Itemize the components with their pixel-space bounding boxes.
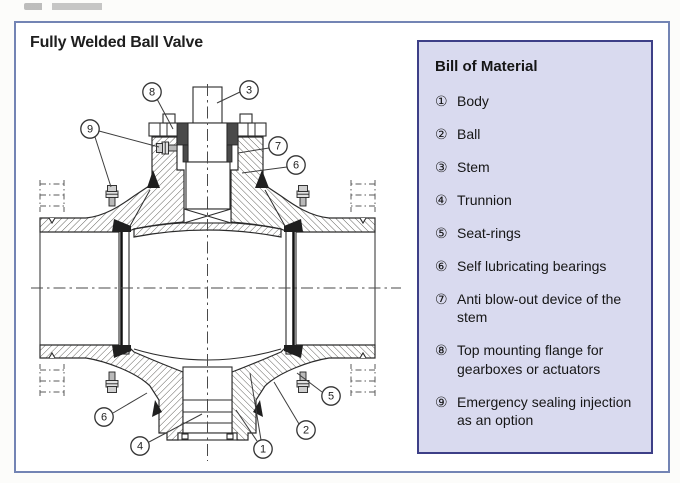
callout-6-lower: 6 bbox=[94, 407, 114, 427]
bom-item-label: Top mounting flange for gearboxes or act… bbox=[457, 342, 604, 377]
svg-text:8: 8 bbox=[149, 87, 155, 99]
bom-item-mounting-flange: ⑧ Top mounting flange for gearboxes or a… bbox=[435, 341, 639, 378]
callout-2: 2 bbox=[296, 420, 316, 440]
bom-item-number: ① bbox=[435, 93, 448, 109]
bom-item-label: Body bbox=[457, 93, 489, 109]
bom-item-body: ① Body bbox=[435, 92, 639, 110]
callout-9: 9 bbox=[80, 119, 100, 139]
svg-text:3: 3 bbox=[246, 85, 252, 97]
bom-item-bearings: ⑥ Self lubricating bearings bbox=[435, 257, 639, 275]
bill-of-material-panel: Bill of Material ① Body ② Ball ③ Stem ④ … bbox=[417, 40, 653, 454]
bom-item-label: Stem bbox=[457, 158, 490, 175]
callout-7: 7 bbox=[268, 136, 288, 156]
svg-text:1: 1 bbox=[260, 444, 266, 456]
svg-text:5: 5 bbox=[328, 391, 334, 403]
bom-item-number: ② bbox=[435, 125, 448, 142]
svg-text:6: 6 bbox=[293, 160, 299, 172]
bom-item-label: Self lubricating bearings bbox=[457, 257, 607, 274]
bonnet-seal bbox=[147, 170, 160, 188]
bom-item-label: Anti blow-out device of the stem bbox=[457, 290, 622, 326]
callout-3: 3 bbox=[239, 80, 259, 100]
bom-item-ball: ② Ball bbox=[435, 125, 639, 143]
bom-item-emergency-sealing: ⑨ Emergency sealing injection as an opti… bbox=[435, 393, 639, 430]
bom-item-anti-blowout: ⑦ Anti blow-out device of the stem bbox=[435, 290, 639, 327]
callout-5: 5 bbox=[321, 386, 341, 406]
scan-artifact bbox=[24, 3, 124, 10]
callout-6-upper: 6 bbox=[286, 155, 306, 175]
bom-item-number: ⑥ bbox=[435, 257, 448, 274]
svg-text:9: 9 bbox=[87, 124, 93, 136]
bom-item-number: ③ bbox=[435, 158, 448, 175]
bom-item-seat-rings: ⑤ Seat-rings bbox=[435, 224, 639, 242]
figure-title: Fully Welded Ball Valve bbox=[30, 34, 203, 51]
bom-item-label: Emergency sealing injection as an option bbox=[457, 393, 632, 429]
callout-1: 1 bbox=[253, 439, 273, 459]
svg-text:4: 4 bbox=[137, 441, 143, 453]
callout-leaders bbox=[94, 91, 323, 443]
bom-item-number: ⑤ bbox=[435, 224, 448, 241]
bom-item-number: ⑦ bbox=[435, 290, 448, 307]
bom-item-trunnion: ④ Trunnion bbox=[435, 191, 639, 209]
callout-8: 8 bbox=[142, 82, 162, 102]
seat-rings bbox=[112, 219, 303, 358]
callout-4: 4 bbox=[130, 436, 150, 456]
svg-text:2: 2 bbox=[303, 425, 309, 437]
stem-assembly bbox=[147, 86, 269, 224]
stem-packing bbox=[176, 122, 189, 146]
bom-item-label: Ball bbox=[457, 125, 481, 142]
bom-item-number: ⑧ bbox=[435, 342, 448, 359]
bom-item-number: ⑨ bbox=[435, 393, 448, 410]
svg-text:6: 6 bbox=[101, 412, 107, 424]
centerlines bbox=[31, 84, 401, 461]
bom-item-stem: ③ Stem bbox=[435, 158, 639, 176]
bom-item-number: ④ bbox=[435, 191, 448, 208]
bom-item-label: Seat-rings bbox=[457, 224, 521, 241]
bom-title: Bill of Material bbox=[435, 58, 538, 75]
bom-item-label: Trunnion bbox=[457, 191, 512, 208]
svg-text:7: 7 bbox=[275, 141, 281, 153]
